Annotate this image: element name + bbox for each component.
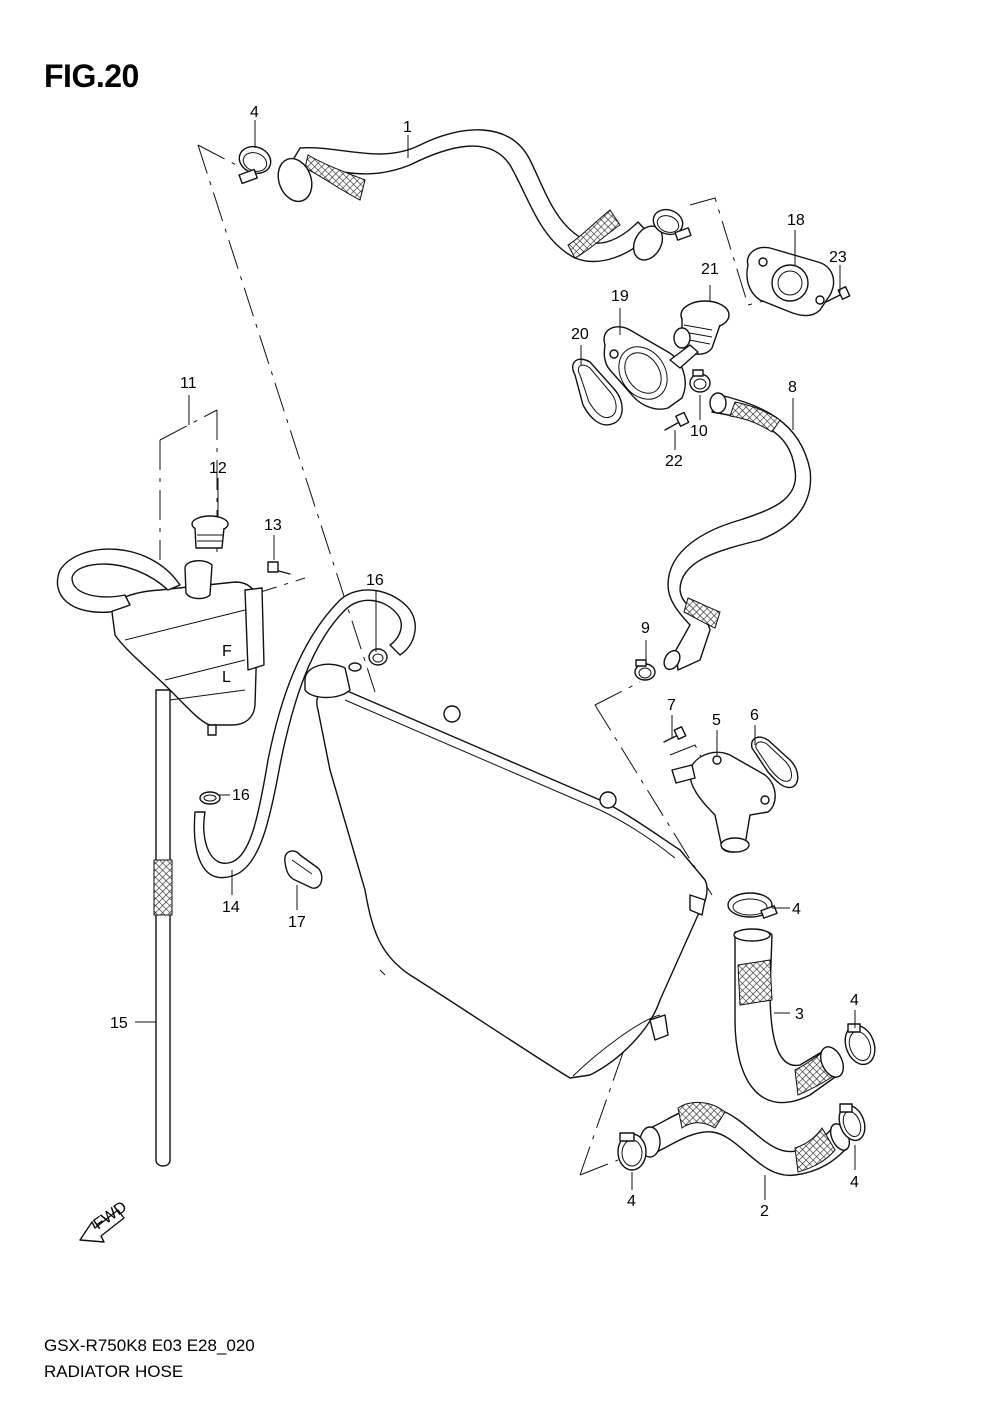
callout-4-hose3: 4 xyxy=(850,992,859,1009)
callout-21: 21 xyxy=(701,261,719,278)
figure-title: FIG.20 xyxy=(44,58,139,94)
hose-clamp-2-right xyxy=(838,1103,866,1142)
callout-18: 18 xyxy=(787,212,805,229)
tank-bolt xyxy=(267,561,291,575)
cover-bolt xyxy=(825,286,851,303)
callout-22: 22 xyxy=(665,453,683,470)
reservoir-tank: F L xyxy=(111,560,265,736)
callout-10: 10 xyxy=(690,423,708,440)
callout-5: 5 xyxy=(712,712,721,729)
callout-4-right: 4 xyxy=(850,1174,859,1191)
callout-8: 8 xyxy=(788,379,797,396)
tank-cap xyxy=(191,515,229,549)
thermostat xyxy=(673,300,730,355)
svg-text:F: F xyxy=(222,643,232,660)
callout-7: 7 xyxy=(667,697,676,714)
callout-1: 1 xyxy=(403,119,412,136)
callout-16: 16 xyxy=(366,572,384,589)
tank-breather-hose xyxy=(56,548,181,613)
hose-2 xyxy=(639,1102,851,1176)
hose-holder-clamp xyxy=(284,850,323,889)
small-clamp-16-lower xyxy=(199,791,221,805)
hose-clamp-2-left xyxy=(617,1132,647,1171)
callout-13: 13 xyxy=(264,517,282,534)
overflow-hose xyxy=(153,689,173,1167)
callout-14: 14 xyxy=(222,899,240,916)
callout-12: 12 xyxy=(209,460,227,477)
callout-11: 11 xyxy=(180,375,197,392)
upper-radiator-hose xyxy=(277,129,664,263)
callout-17: 17 xyxy=(288,914,306,931)
callout-20: 20 xyxy=(571,326,589,343)
small-clamp-16-upper xyxy=(368,648,388,666)
callout-6: 6 xyxy=(750,707,759,724)
model-code: GSX-R750K8 E03 E28_020 xyxy=(44,1336,255,1355)
figure-name: RADIATOR HOSE xyxy=(44,1362,184,1381)
thermostat-cover xyxy=(746,246,835,317)
callout-4-outlet: 4 xyxy=(792,901,801,918)
radiator xyxy=(304,662,708,1079)
hose-8 xyxy=(663,392,812,671)
callout-3: 3 xyxy=(795,1006,804,1023)
hose-clamp-3 xyxy=(844,1023,876,1066)
hose-clamp-outlet xyxy=(727,892,778,919)
callout-4-left: 4 xyxy=(627,1193,636,1210)
siphon-hose xyxy=(193,589,416,879)
hose-clamp-upper xyxy=(238,145,692,241)
water-outlet-pipe xyxy=(671,751,776,853)
callout-19: 19 xyxy=(611,288,629,305)
callout-9: 9 xyxy=(641,620,650,637)
outlet-bolt xyxy=(663,726,687,743)
small-clamp-10 xyxy=(689,369,711,393)
outlet-o-ring xyxy=(751,736,799,789)
callout-labels: 4 1 18 23 21 19 20 8 10 22 11 12 13 16 9… xyxy=(110,104,859,1220)
callout-23: 23 xyxy=(829,249,847,266)
case-bolt xyxy=(664,411,690,431)
callout-15: 15 xyxy=(110,1015,128,1032)
callout-4: 4 xyxy=(250,104,259,121)
svg-text:L: L xyxy=(222,669,231,686)
thermostat-o-ring xyxy=(572,358,623,426)
forward-arrow-icon: FWD xyxy=(79,1198,130,1243)
hose-3 xyxy=(733,928,845,1104)
callout-16-lower: 16 xyxy=(232,787,250,804)
thermostat-case xyxy=(603,326,699,410)
callout-2: 2 xyxy=(760,1203,769,1220)
leader-lines xyxy=(135,120,856,1200)
small-clamp-9 xyxy=(634,659,656,681)
